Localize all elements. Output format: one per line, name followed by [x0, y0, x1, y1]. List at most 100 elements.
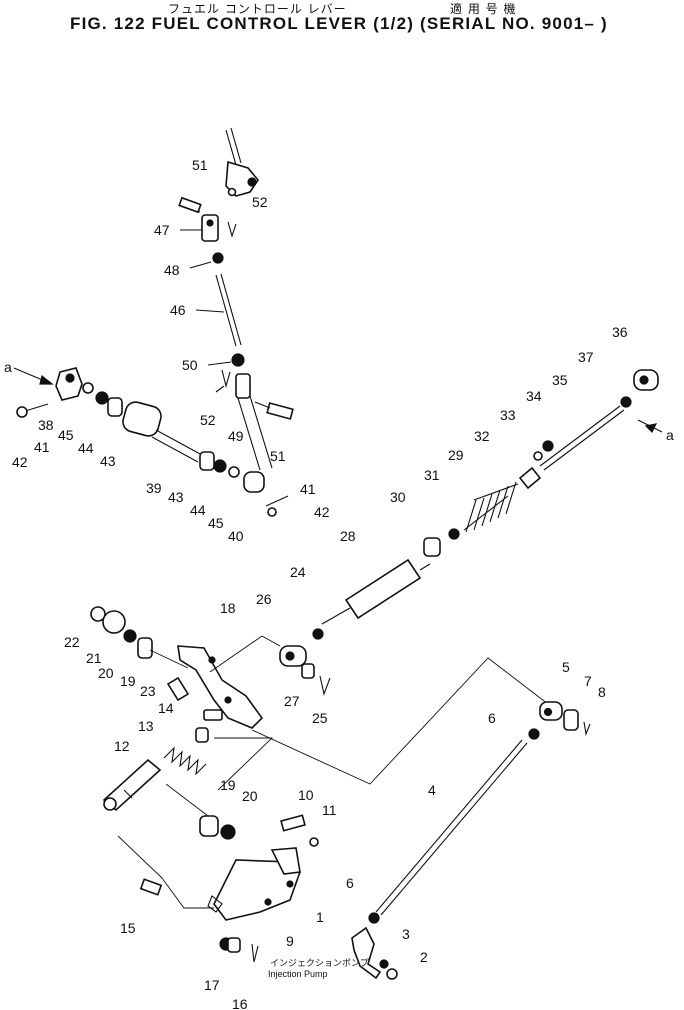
ref-arrow-a-left	[13, 367, 54, 385]
linkage-lines	[149, 635, 549, 817]
lever-9	[207, 847, 301, 921]
spring-13	[163, 746, 207, 776]
callout-48: 48	[164, 262, 180, 278]
bolt-14	[195, 709, 223, 743]
callout-47: 47	[154, 222, 170, 238]
callout-35: 35	[552, 372, 568, 388]
washer-20-upper	[123, 629, 137, 643]
bracket-38	[55, 367, 83, 401]
bolt-41-left	[16, 403, 49, 418]
washer-3	[379, 959, 389, 969]
japanese-header: フュエル コントロール レバー 適 用 号 機	[0, 0, 684, 16]
spring-seat-32	[518, 466, 542, 490]
japanese-title: フュエル コントロール レバー	[168, 2, 347, 16]
cotter-25	[319, 675, 331, 696]
washer-45-right	[228, 466, 240, 478]
callout-39: 39	[146, 480, 162, 496]
nut-48	[189, 252, 224, 269]
ref-a-right: a	[666, 427, 674, 443]
lever-18	[177, 645, 264, 729]
figure-title: FIG. 122 FUEL CONTROL LEVER (1/2) (SERIA…	[70, 14, 608, 33]
callout-15: 15	[120, 920, 136, 936]
callout-43: 43	[100, 453, 116, 469]
callout-20-lower: 20	[242, 788, 258, 804]
washer-33	[533, 451, 543, 461]
callout-51-lower: 51	[270, 448, 286, 464]
nut-6-lower	[368, 912, 380, 924]
callout-3: 3	[402, 926, 410, 942]
rod-46	[195, 273, 242, 347]
washer-20-lower	[220, 824, 236, 840]
japanese-serial-label: 適 用 号 機	[450, 2, 517, 16]
callout-14: 14	[158, 700, 174, 716]
callout-42: 42	[12, 454, 28, 470]
callout-25: 25	[312, 710, 328, 726]
callout-27: 27	[284, 693, 300, 709]
callout-6-lower: 6	[346, 875, 354, 891]
callout-40: 40	[228, 528, 244, 544]
cotter-8	[583, 721, 591, 737]
callout-41-right: 41	[300, 481, 316, 497]
bushing-19-upper	[137, 637, 153, 659]
callout-31: 31	[424, 467, 440, 483]
callout-1: 1	[316, 909, 324, 925]
clevis-47	[180, 214, 219, 242]
bushing-19-lower	[199, 815, 219, 837]
cotter-52-upper	[227, 221, 237, 238]
bushing-7	[563, 709, 579, 731]
callout-46: 46	[170, 302, 186, 318]
rod-35	[539, 405, 625, 471]
washer-22	[90, 606, 106, 622]
ref-a-left: a	[4, 359, 12, 375]
callout-20: 20	[98, 665, 114, 681]
callout-6-upper: 6	[488, 710, 496, 726]
callout-33: 33	[500, 407, 516, 423]
cylinder-28	[321, 558, 431, 625]
washer-44-right	[213, 459, 227, 473]
pin-51-upper	[178, 196, 202, 214]
bushing-43-right	[199, 451, 215, 471]
callout-44-right: 44	[190, 502, 206, 518]
pin-51-lower	[254, 401, 294, 420]
callout-36: 36	[612, 324, 628, 340]
nut-24	[312, 628, 324, 640]
clevis-49	[235, 373, 273, 471]
lever-40	[243, 471, 265, 493]
callout-5: 5	[562, 659, 570, 675]
callout-9: 9	[286, 933, 294, 949]
nut-34	[542, 440, 554, 452]
callout-34: 34	[526, 388, 542, 404]
lever-12	[102, 758, 162, 812]
rod-4	[375, 739, 528, 916]
washer-44-left	[95, 391, 109, 405]
callout-43-right: 43	[168, 489, 184, 505]
callout-17: 17	[204, 977, 220, 993]
callout-19-lower: 19	[220, 777, 236, 793]
callout-52: 52	[252, 194, 268, 210]
rod-end-26	[279, 645, 307, 667]
injection-pump-label: インジェクションポンプ Injection Pump	[268, 958, 369, 979]
callout-41: 41	[34, 439, 50, 455]
callout-4: 4	[428, 782, 436, 798]
injection-pump-label-jp: インジェクションポンプ	[270, 958, 369, 968]
callout-11: 11	[322, 802, 337, 818]
callout-49: 49	[228, 428, 244, 444]
nut-6-upper	[528, 728, 540, 740]
callout-51: 51	[192, 157, 208, 173]
washer-11	[309, 837, 319, 847]
callout-18: 18	[220, 600, 236, 616]
shaft-39	[151, 429, 203, 463]
rod-end-5	[539, 701, 563, 721]
callout-50: 50	[182, 357, 198, 373]
injection-pump-label-en: Injection Pump	[268, 969, 328, 979]
collar-30	[423, 537, 441, 557]
callout-42-right: 42	[314, 504, 330, 520]
callout-16: 16	[232, 996, 248, 1010]
washer-21	[102, 610, 126, 634]
callout-32: 32	[474, 428, 490, 444]
callout-38: 38	[38, 417, 54, 433]
callout-8: 8	[598, 684, 606, 700]
callout-24: 24	[290, 564, 306, 580]
nut-2	[386, 968, 398, 980]
